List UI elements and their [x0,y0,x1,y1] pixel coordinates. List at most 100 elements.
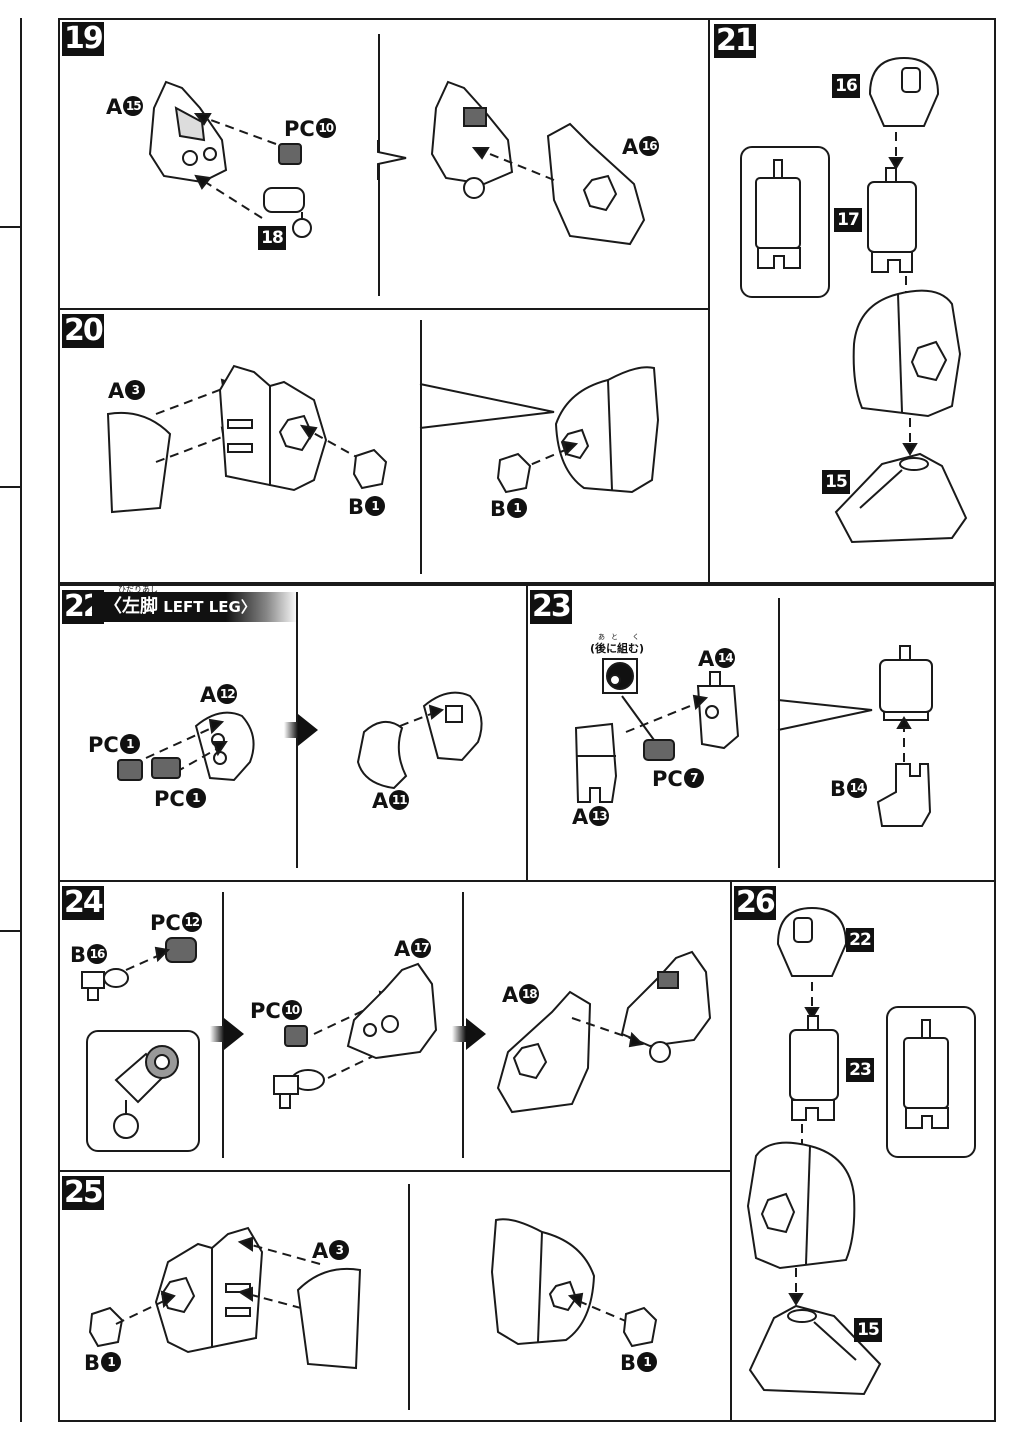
pc7-cap-part [642,738,678,764]
assembly-arrow [802,980,822,1020]
hip-frame-assembled [424,78,534,208]
step-20-number: 20 [62,313,104,348]
note-ruby: あと く [598,633,646,641]
step-divider [222,892,224,1158]
pc10-cap-part [276,140,306,170]
step-divider [778,598,780,868]
part-b14 [876,762,936,832]
armor-a3-part [294,1264,364,1376]
knee-17-part [862,168,926,278]
part-number-18: 18 [258,226,286,250]
armor-a16-part [540,120,650,250]
assembly-arrow [510,440,580,480]
part-number-23: 23 [846,1058,874,1082]
flow-arrow-icon [224,1018,244,1050]
step-24-number: 24 [62,885,104,920]
detail-part [752,160,812,280]
sidebar-divider [0,226,22,228]
flow-arrow-icon [298,714,318,746]
assembly-arrow [110,1290,180,1330]
part-number-16: 16 [832,74,860,98]
section-ruby: ひだりあし [118,585,158,594]
leg-block-part [146,1222,270,1362]
step-divider [420,320,422,574]
leg-block-part [214,360,334,496]
knee-a14-part [694,672,744,752]
step-divider [462,892,464,1158]
assembly-arrow [566,1010,646,1050]
left-sidebar-edge [20,18,22,1422]
assembly-arrow [620,692,710,742]
assembly-arrow [566,1292,636,1332]
leader-line [620,694,660,744]
sidebar-divider [0,930,22,932]
step-19-number: 19 [62,21,104,56]
assembly-arrow [122,946,172,976]
step-25-number: 25 [62,1175,104,1210]
knee-a13-part [572,722,622,808]
hip-frame-a17-part [336,960,442,1060]
assembly-arrow [886,130,906,170]
shin-part [744,1136,862,1272]
cap-b1-part [620,1306,660,1350]
assembly-arrow [894,716,914,766]
foot-15-part [744,1300,884,1400]
hip-frame-assembled [612,948,716,1068]
knee-23-part [784,1016,848,1126]
assembly-arrows [236,1238,326,1328]
part-number-22: 22 [846,928,874,952]
joint-18-part [262,184,322,244]
pc10-cap-part [282,1024,312,1050]
part-number-15: 15 [854,1318,882,1342]
assembly-arrow [470,140,560,190]
assembly-arrow [396,706,446,736]
step-divider [408,1184,410,1410]
step-23-divider-notch [778,700,878,740]
hip-frame-part [142,78,252,188]
helmet-22-part [774,904,850,984]
section-banner [92,592,298,622]
step-21-number: 21 [714,23,756,58]
leg-half-a11-part [354,712,414,792]
assembly-arrows [190,100,350,240]
detail-part [900,1020,960,1140]
leg-a12-part [190,706,260,786]
assembly-arrows [140,716,230,776]
knee-assembled [876,646,940,726]
assembly-arrow [786,1266,806,1306]
sidebar-divider [0,486,22,488]
armor-a18-part [494,988,604,1118]
cap-b1-part [86,1306,126,1350]
step-26-number: 26 [734,885,776,920]
pc1-cap-part [116,758,146,784]
cap-b1-part [350,448,390,492]
marker-later-icon [602,658,640,696]
assembly-arrow [300,420,370,470]
cap-b1-part [494,452,534,496]
detail-part [102,1040,184,1140]
joint-part [270,1068,330,1118]
pc1-cap-part [150,756,184,782]
assembly-arrow [900,416,920,456]
flow-arrow-stem [284,722,298,738]
foot-15-part [832,448,972,548]
